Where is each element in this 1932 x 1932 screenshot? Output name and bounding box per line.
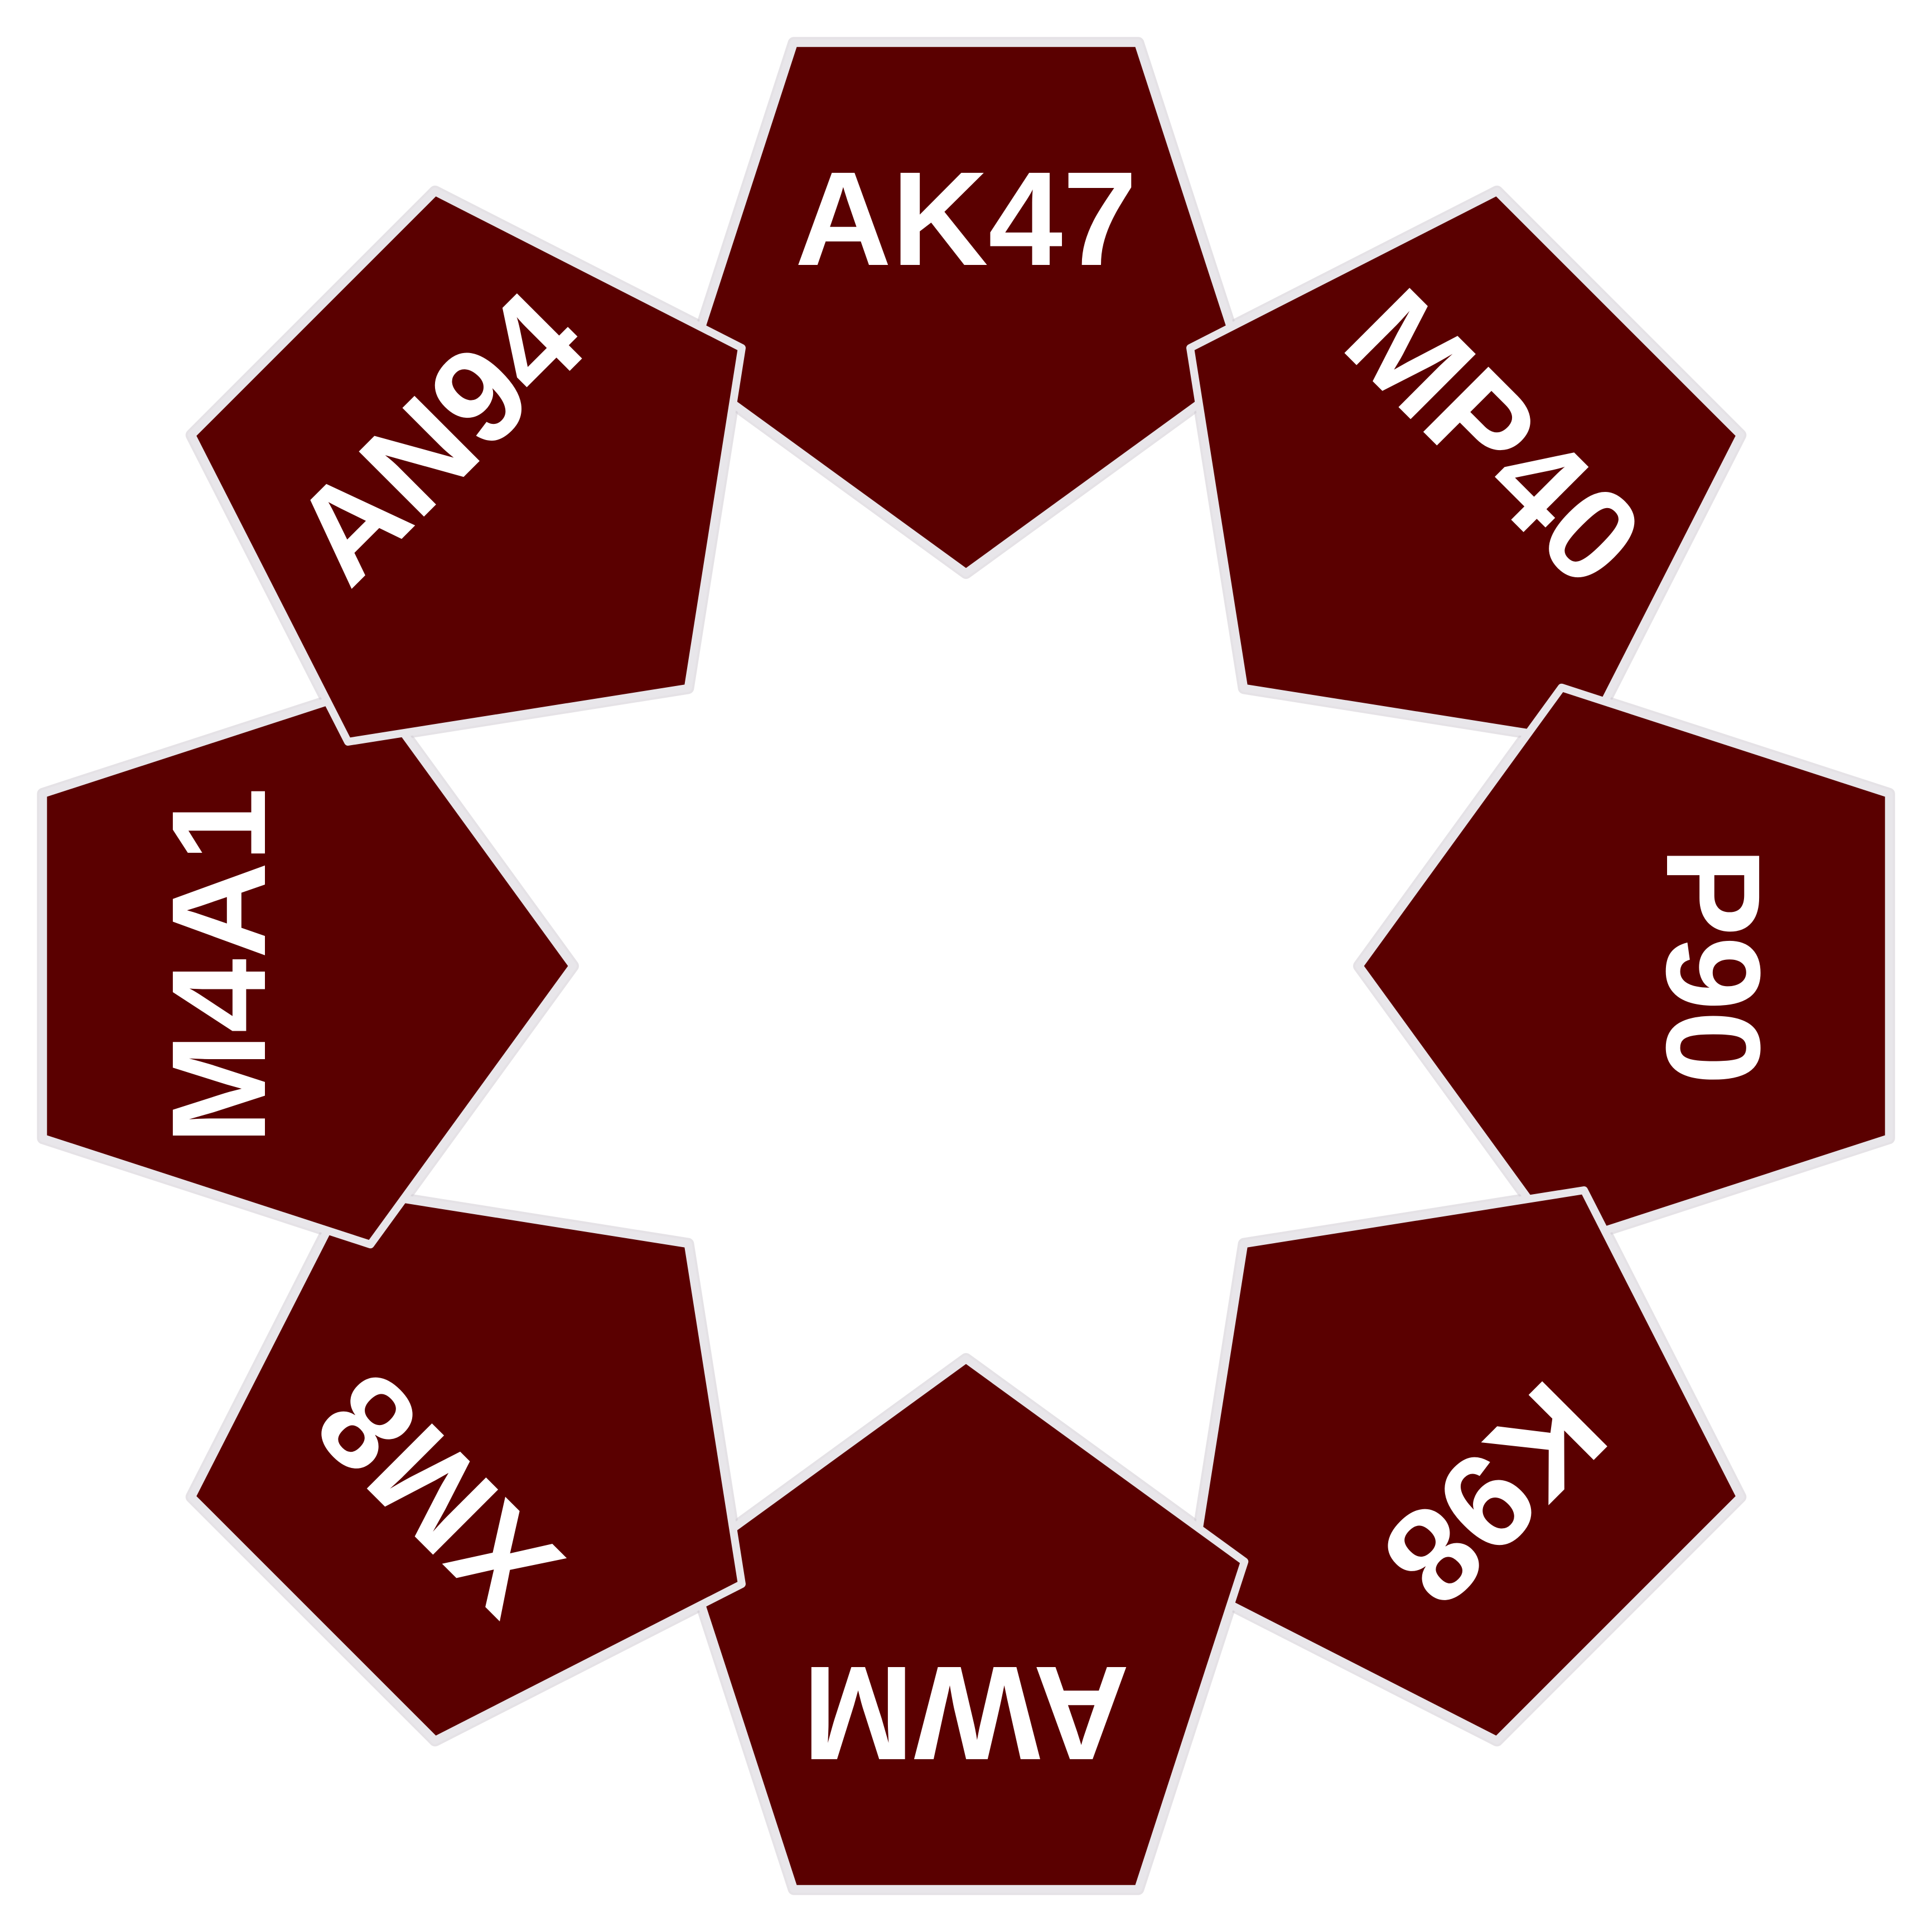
weapon-tile-pentagon[interactable] [1186,187,1745,746]
weapon-tile-ak47[interactable]: AK47 [683,39,1249,577]
weapon-tile-p90[interactable]: P90 [1355,683,1893,1249]
weapon-tile-mp40[interactable]: MP40 [1186,187,1745,746]
weapon-tile-pentagon[interactable] [683,1355,1249,1893]
weapon-tile-k98[interactable]: K98 [1186,1186,1745,1745]
weapon-tile-pentagon[interactable] [187,1186,746,1745]
weapon-tile-xm8[interactable]: XM8 [187,1186,746,1745]
weapon-tile-an94[interactable]: AN94 [187,187,746,746]
weapon-tile-pentagon[interactable] [1186,1186,1745,1745]
weapon-tile-pentagon[interactable] [1355,683,1893,1249]
weapon-tile-pentagon[interactable] [39,683,577,1249]
weapon-tile-pentagon[interactable] [187,187,746,746]
weapon-tile-m4a1[interactable]: M4A1 [39,683,577,1249]
weapon-tile-awm[interactable]: AWM [683,1355,1249,1893]
weapon-tile-pentagon[interactable] [683,39,1249,577]
